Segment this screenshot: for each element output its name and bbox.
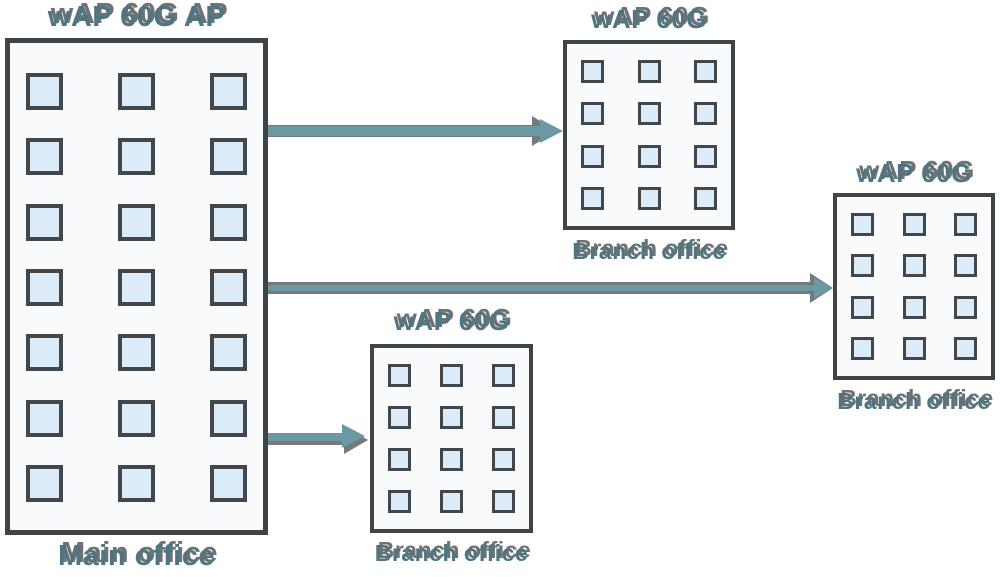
building-window (388, 406, 411, 429)
building-window (581, 186, 604, 210)
building-window (851, 213, 874, 236)
branch-right-label: Branch office (837, 388, 991, 414)
main-office-windows (10, 43, 263, 530)
branch-bottom-device-label: wAP 60G (393, 306, 510, 336)
building-window (851, 295, 874, 319)
building-window (388, 448, 411, 471)
building-window (954, 336, 977, 360)
building-window (210, 203, 247, 241)
building-window (210, 399, 247, 437)
branch-right-building (833, 193, 995, 380)
building-window (637, 102, 661, 126)
building-window (26, 203, 63, 241)
building-window (492, 364, 515, 387)
building-window (694, 144, 717, 168)
building-window (26, 73, 63, 110)
arrow-main-to-branch-bottom (268, 424, 368, 454)
building-window (902, 295, 926, 319)
branch-top-building (563, 40, 735, 230)
building-window (492, 406, 515, 429)
building-window (118, 399, 155, 437)
building-window (637, 60, 661, 83)
building-window (26, 268, 63, 306)
building-window (954, 213, 977, 236)
arrow-main-to-branch-top (268, 116, 563, 146)
building-window (118, 203, 155, 241)
branch-top-label: Branch office (572, 238, 726, 264)
building-window (851, 254, 874, 278)
building-window (851, 336, 874, 360)
building-window (26, 138, 63, 176)
building-window (581, 144, 604, 168)
building-window (694, 186, 717, 210)
branch-top-device-label: wAP 60G (591, 4, 707, 34)
building-window (26, 464, 63, 502)
building-window (902, 336, 926, 360)
building-window (492, 448, 515, 471)
building-window (954, 295, 977, 319)
building-window (118, 268, 155, 306)
building-window (26, 334, 63, 372)
main-office-building (5, 38, 268, 535)
building-window (210, 138, 247, 176)
building-window (388, 364, 411, 387)
building-window (118, 138, 155, 176)
building-window (118, 464, 155, 502)
building-window (637, 186, 661, 210)
branch-top-windows (567, 44, 731, 226)
building-window (118, 334, 155, 372)
building-window (440, 490, 463, 513)
building-window (210, 268, 247, 306)
building-window (492, 490, 515, 513)
building-window (210, 464, 247, 502)
building-window (694, 102, 717, 126)
building-window (118, 73, 155, 110)
branch-bottom-windows (374, 348, 529, 529)
branch-right-device-label: wAP 60G (856, 158, 972, 188)
building-window (581, 102, 604, 126)
building-window (210, 334, 247, 372)
building-window (637, 144, 661, 168)
main-device-label: wAP 60G AP (47, 1, 226, 33)
building-window (440, 406, 463, 429)
main-office-label: Main office (58, 540, 215, 572)
building-window (581, 60, 604, 83)
building-window (440, 364, 463, 387)
building-window (954, 254, 977, 278)
building-window (440, 448, 463, 471)
building-window (210, 73, 247, 110)
branch-bottom-label: Branch office (374, 540, 529, 566)
arrow-main-to-branch-right (268, 273, 833, 303)
branch-bottom-building (370, 344, 533, 533)
branch-right-windows (837, 197, 991, 376)
building-window (902, 254, 926, 278)
building-window (694, 60, 717, 83)
building-window (388, 490, 411, 513)
building-window (26, 399, 63, 437)
building-window (902, 213, 926, 236)
